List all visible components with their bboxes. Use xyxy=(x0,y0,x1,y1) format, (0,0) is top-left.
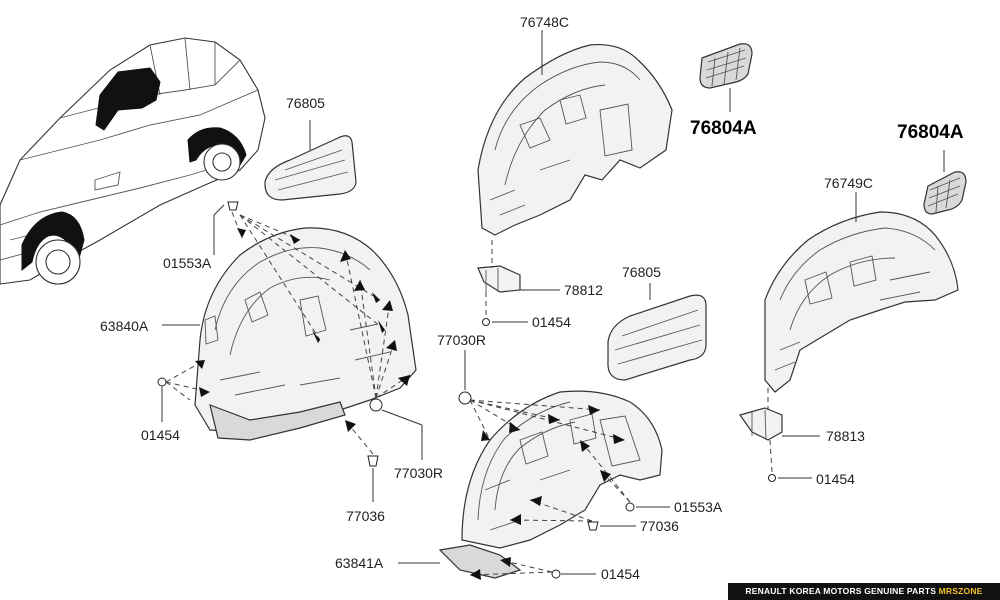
fasteners-left-group xyxy=(157,201,423,502)
label-76748C: 76748C xyxy=(520,14,569,30)
label-63841A: 63841A xyxy=(335,555,384,571)
foam-block-76805-top xyxy=(264,120,357,201)
label-76804A-top: 76804A xyxy=(690,118,757,139)
label-77036-left: 77036 xyxy=(346,508,385,524)
liner-76748C xyxy=(477,30,673,236)
label-77036-right: 77036 xyxy=(640,518,679,534)
label-77030R-bottom: 77030R xyxy=(394,465,443,481)
fasteners-bottom-group xyxy=(398,350,670,580)
footer-banner: RENAULT KOREA MOTORS GENUINE PARTS MRSZO… xyxy=(728,583,1000,600)
label-01454-left: 01454 xyxy=(141,427,180,443)
label-01454-right: 01454 xyxy=(816,471,855,487)
foam-block-76805-mid xyxy=(607,283,707,381)
label-78812: 78812 xyxy=(564,282,603,298)
vent-grille-76804A-right xyxy=(923,150,967,215)
part-labels: 76748C 76805 76804A 76804A 76749C 01553A… xyxy=(100,14,964,582)
vent-grille-76804A-top xyxy=(699,43,753,112)
footer-brand: MRSZONE xyxy=(938,586,983,596)
car-illustration xyxy=(0,37,266,285)
label-76804A-right: 76804A xyxy=(897,122,964,143)
label-76805-top: 76805 xyxy=(286,95,325,111)
label-01454-mid: 01454 xyxy=(532,314,571,330)
upper-liner-highlight xyxy=(95,67,161,131)
liner-76749C xyxy=(764,192,959,393)
label-01553A-right: 01553A xyxy=(674,499,723,515)
label-01553A-left: 01553A xyxy=(163,255,212,271)
label-76749C: 76749C xyxy=(824,175,873,191)
label-63840A: 63840A xyxy=(100,318,149,334)
label-78813: 78813 xyxy=(826,428,865,444)
bracket-78812 xyxy=(477,240,560,326)
liner-63840A xyxy=(194,227,417,441)
label-76805-mid: 76805 xyxy=(622,264,661,280)
label-77030R-mid: 77030R xyxy=(437,332,486,348)
label-01454-bottom: 01454 xyxy=(601,566,640,582)
footer-text: RENAULT KOREA MOTORS GENUINE PARTS xyxy=(745,586,939,596)
bracket-78813 xyxy=(739,388,820,482)
